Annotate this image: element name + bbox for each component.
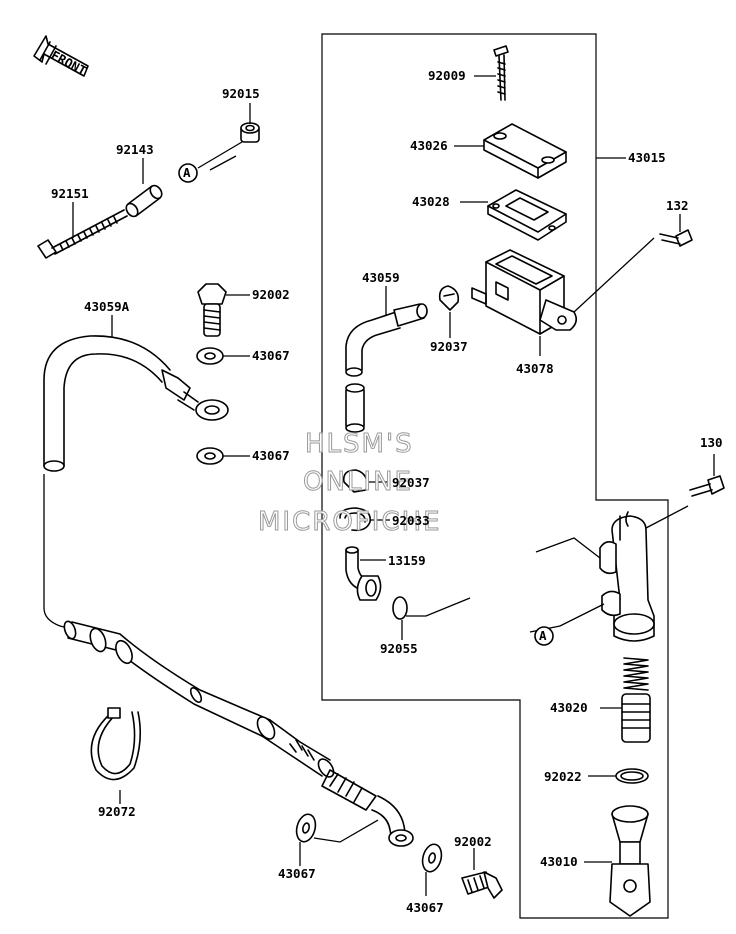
clip-92037-lower-part [342, 469, 368, 493]
label-43059: 43059 [362, 270, 400, 285]
svg-text:MICROFICHE: MICROFICHE [258, 507, 442, 537]
reservoir-43078-part [471, 249, 578, 335]
svg-text:A: A [183, 165, 191, 180]
label-43067-lower-left: 43067 [278, 866, 316, 881]
clamp-92072-part [90, 707, 142, 781]
callout-a-bottom: A [534, 626, 554, 646]
svg-text:ONLINE: ONLINE [303, 467, 413, 497]
front-label: FRONT [49, 47, 89, 78]
o-ring-92055-part [392, 596, 408, 620]
cap-43026-part [483, 123, 567, 179]
label-92022: 92022 [544, 769, 582, 784]
label-43078: 43078 [516, 361, 554, 376]
clip-92037-upper-part [438, 285, 460, 311]
banjo-bolt-92002-lower-part [461, 871, 503, 899]
svg-text:HLSM'S: HLSM'S [305, 429, 414, 459]
label-92015: 92015 [222, 86, 260, 101]
label-43067-upper: 43067 [252, 348, 290, 363]
bolt-92151-part [37, 209, 128, 259]
label-43026: 43026 [410, 138, 448, 153]
label-130: 130 [700, 435, 723, 450]
label-92151: 92151 [51, 186, 89, 201]
label-92033: 92033 [392, 513, 430, 528]
label-92143: 92143 [116, 142, 154, 157]
label-43015: 43015 [628, 150, 666, 165]
label-92055: 92055 [380, 641, 418, 656]
label-92002-upper: 92002 [252, 287, 290, 302]
callout-a-top: A [178, 163, 198, 183]
circlip-92022-part [615, 768, 649, 784]
front-arrow-icon: FRONT [33, 35, 89, 78]
label-92037-lower: 92037 [392, 475, 430, 490]
label-92037-upper: 92037 [430, 339, 468, 354]
label-43020: 43020 [550, 700, 588, 715]
label-92002-lower: 92002 [454, 834, 492, 849]
hose-43059A-part [43, 315, 414, 847]
washer-43067-lower-right-part [421, 843, 443, 873]
push-rod-43010-part [609, 805, 651, 917]
piston-spring-43020-part [621, 657, 651, 743]
label-43067-lower-right: 43067 [406, 900, 444, 915]
label-43010: 43010 [540, 854, 578, 869]
circlip-92033-part [339, 507, 372, 532]
diaphragm-43028-part [487, 189, 567, 241]
washer-43067-lower-left-part [295, 813, 317, 843]
watermark: HLSM'S ONLINE MICROFICHE [258, 429, 442, 538]
bolt-132-part [659, 229, 693, 247]
svg-text:A: A [539, 628, 547, 643]
washer-43067-upper-part [196, 347, 224, 365]
joint-13159-part [345, 546, 382, 601]
label-92009: 92009 [428, 68, 466, 83]
collar-92143-part [125, 184, 163, 218]
label-92072: 92072 [98, 804, 136, 819]
hose-43059-part [345, 303, 428, 433]
label-132: 132 [666, 198, 689, 213]
banjo-bolt-92002-upper-part [197, 283, 227, 337]
label-43028: 43028 [412, 194, 450, 209]
master-cylinder-body-part [599, 511, 655, 642]
master-cylinder-frame [321, 33, 669, 919]
label-43059A: 43059A [84, 299, 130, 314]
bolt-130-part [689, 475, 725, 497]
label-13159: 13159 [388, 553, 426, 568]
screw-92009-part [493, 45, 509, 101]
nut-92015-part [240, 122, 260, 143]
washer-43067-mid-part [196, 447, 224, 465]
label-43067-mid: 43067 [252, 448, 290, 463]
